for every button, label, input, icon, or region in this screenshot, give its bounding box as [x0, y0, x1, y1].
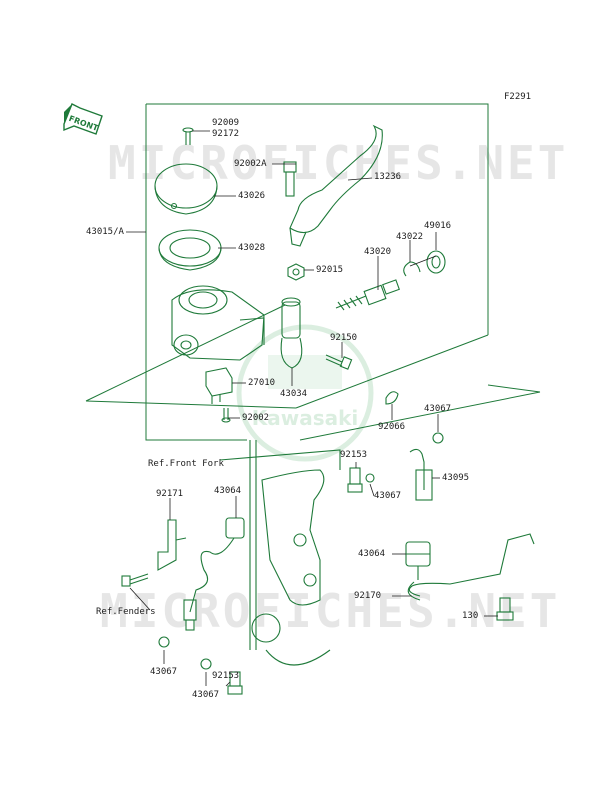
front-arrow: FRONT — [63, 103, 103, 135]
pivot-bolt — [283, 161, 297, 197]
watermark-bottom: MICROFICHES.NET — [100, 584, 561, 638]
washer-43067-bottom-mid — [200, 658, 212, 670]
reservoir-cap — [154, 163, 218, 215]
label-43095: 43095 — [442, 473, 470, 483]
leader-lines — [126, 130, 498, 687]
label-92002: 92002 — [242, 413, 270, 423]
watermark-top: MICROFICHES.NET — [108, 136, 569, 190]
front-fork — [219, 440, 341, 666]
figure-code: F2291 — [504, 92, 532, 102]
label-43064-right: 43064 — [358, 549, 386, 559]
kawasaki-logo-text: Kawasaki — [252, 406, 359, 430]
label-43034: 43034 — [280, 389, 308, 399]
label-43067-mid: 43067 — [374, 491, 402, 501]
washer-43067-bottom-left — [158, 636, 170, 648]
brake-hose-left — [183, 517, 245, 631]
piston-assembly — [335, 279, 400, 311]
label-13236: 13236 — [374, 172, 402, 182]
parts — [121, 124, 535, 695]
label-43020: 43020 — [364, 247, 392, 257]
dust-boot — [426, 250, 446, 274]
label-43064-left: 43064 — [214, 486, 242, 496]
bracket-bolt — [121, 573, 149, 587]
label-43022: 43022 — [396, 232, 424, 242]
flange-bolt-130 — [496, 597, 514, 621]
washer-43067-mid — [365, 473, 375, 483]
label-92153-top: 92153 — [340, 450, 368, 460]
clamp-bolt — [325, 354, 353, 370]
label-92009: 92009 — [212, 118, 240, 128]
label-43067-bottom-left: 43067 — [150, 667, 178, 677]
label-49016: 49016 — [424, 221, 452, 231]
label-43028: 43028 — [238, 243, 266, 253]
master-cylinder-body — [171, 285, 265, 361]
label-92066: 92066 — [378, 422, 406, 432]
brake-hose-right — [405, 541, 431, 580]
label-43015A: 43015/A — [86, 227, 124, 237]
label-43026: 43026 — [238, 191, 266, 201]
label-92172: 92172 — [212, 129, 240, 139]
brake-pipe — [407, 533, 535, 601]
master-cylinder-box — [85, 103, 541, 441]
banjo-bolt-top — [347, 467, 363, 493]
brake-switch — [205, 367, 233, 404]
screw-92002 — [221, 408, 231, 423]
circlip — [403, 261, 421, 277]
washer-43067-top — [432, 432, 444, 444]
diaphragm — [158, 229, 222, 271]
hose-clamp-bracket — [157, 519, 187, 571]
label-92171: 92171 — [156, 489, 184, 499]
brake-lever — [289, 124, 383, 247]
label-92150: 92150 — [330, 333, 358, 343]
label-130: 130 — [462, 611, 479, 621]
bush-92015 — [287, 263, 305, 281]
label-ref-front-fork: Ref.Front Fork — [148, 459, 224, 469]
hose-fitting — [409, 448, 433, 501]
label-92153-bottom: 92153 — [212, 671, 240, 681]
label-43067-bottom-mid: 43067 — [192, 690, 220, 700]
screw-92009 — [182, 127, 194, 145]
label-92015: 92015 — [316, 265, 344, 275]
label-43067-top: 43067 — [424, 404, 452, 414]
label-92170: 92170 — [354, 591, 382, 601]
label-92002A: 92002A — [234, 159, 267, 169]
label-ref-fenders: Ref.Fenders — [96, 607, 156, 617]
label-27010: 27010 — [248, 378, 276, 388]
rubber-cap — [385, 391, 399, 405]
banjo-bolt-bottom — [227, 671, 243, 695]
